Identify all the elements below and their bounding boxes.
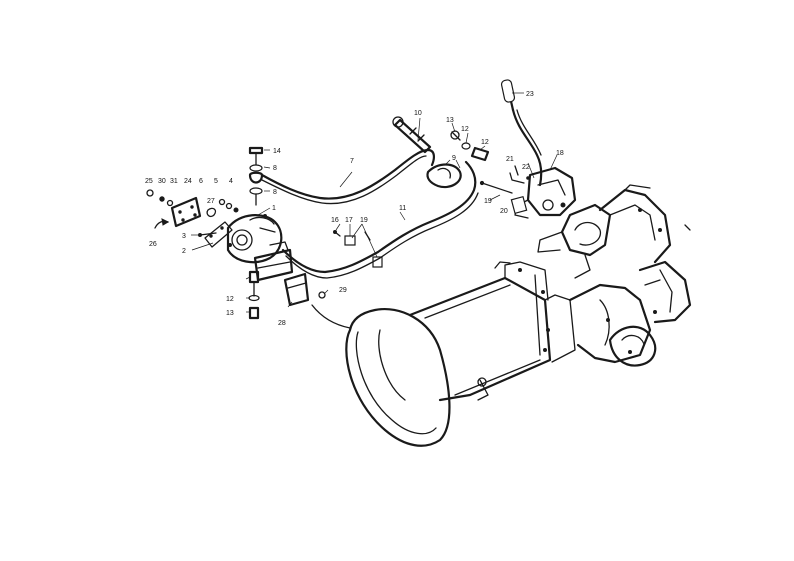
mounting-arrow bbox=[311, 304, 351, 329]
callout-6: 6 bbox=[199, 178, 203, 185]
callout-7: 7 bbox=[350, 158, 354, 165]
callout-26: 26 bbox=[149, 241, 157, 248]
callout-28: 28 bbox=[278, 320, 286, 327]
callout-19-clamp: 19 bbox=[360, 217, 368, 224]
callout-2: 2 bbox=[182, 248, 186, 255]
callout-29: 29 bbox=[339, 287, 347, 294]
callout-10: 10 bbox=[414, 110, 422, 117]
callout-1: 1 bbox=[272, 205, 276, 212]
callout-8-lower: 8 bbox=[273, 189, 277, 196]
callout-24: 24 bbox=[184, 178, 192, 185]
callout-labels: 1 2 3 4 5 6 7 8 8 9 10 11 12 12 12 13 13… bbox=[145, 91, 564, 327]
callout-25: 25 bbox=[145, 178, 153, 185]
callout-13-top: 13 bbox=[446, 117, 454, 124]
callout-20: 20 bbox=[500, 208, 508, 215]
callout-3: 3 bbox=[182, 233, 186, 240]
leader-lines bbox=[191, 92, 558, 313]
callout-19-selector: 19 bbox=[484, 198, 492, 205]
callout-4: 4 bbox=[229, 178, 233, 185]
callout-27: 27 bbox=[207, 198, 215, 205]
callout-17: 17 bbox=[345, 217, 353, 224]
gearbox-housing bbox=[345, 184, 692, 447]
callout-30: 30 bbox=[158, 178, 166, 185]
callout-31: 31 bbox=[170, 178, 178, 185]
callout-18: 18 bbox=[556, 150, 564, 157]
oil-pipes bbox=[260, 148, 479, 279]
callout-9: 9 bbox=[452, 155, 456, 162]
callout-5: 5 bbox=[214, 178, 218, 185]
callout-13-drain: 13 bbox=[226, 310, 234, 317]
callout-14: 14 bbox=[273, 148, 281, 155]
callout-8-upper: 8 bbox=[273, 165, 277, 172]
callout-22: 22 bbox=[522, 164, 530, 171]
callout-16: 16 bbox=[331, 217, 339, 224]
callout-12-top: 12 bbox=[461, 126, 469, 133]
callout-23: 23 bbox=[526, 91, 534, 98]
callout-12-right: 12 bbox=[481, 139, 489, 146]
callout-21: 21 bbox=[506, 156, 514, 163]
shift-lever-assembly bbox=[479, 79, 577, 219]
callout-12-drain: 12 bbox=[226, 296, 234, 303]
callout-11: 11 bbox=[399, 205, 406, 212]
oil-pump-assembly bbox=[146, 116, 490, 320]
